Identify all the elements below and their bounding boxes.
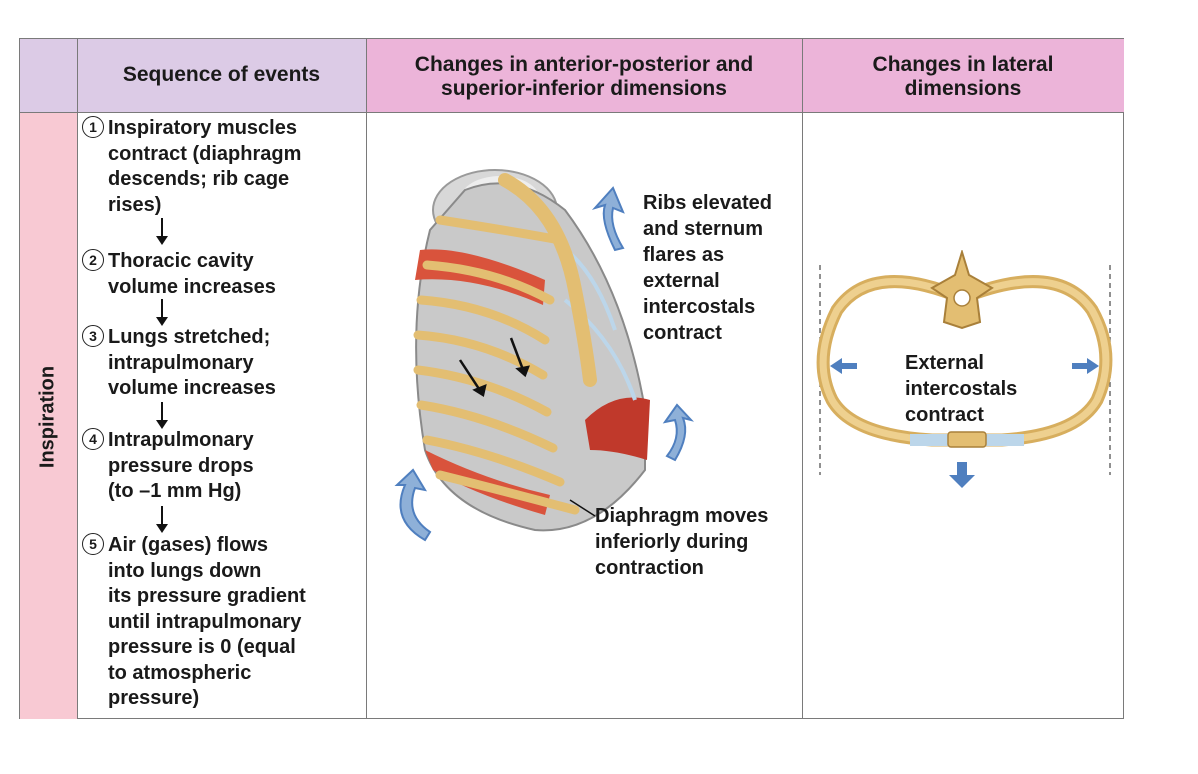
label-line: flares as	[643, 244, 725, 266]
grid-line	[77, 39, 78, 718]
header-ap-title-line1: Changes in anterior-posterior and	[414, 53, 754, 76]
label-line: contract	[905, 404, 984, 426]
label-line: Ribs elevated	[643, 192, 772, 214]
step-text-line: intrapulmonary	[108, 351, 254, 374]
header-ap-cell: Changes in anterior-posterior and superi…	[366, 39, 802, 112]
step-number-badge: 2	[82, 249, 104, 271]
rib-cage-illustration	[394, 169, 695, 542]
row-label-inspiration: Inspiration	[36, 365, 59, 469]
down-arrow-icon	[156, 299, 168, 326]
step-text-line: (to –1 mm Hg)	[108, 480, 242, 502]
step-text-line: pressure)	[108, 687, 200, 709]
header-lateral-title-line1: Changes in lateral	[872, 53, 1054, 76]
header-sequence-title: Sequence of events	[122, 63, 321, 86]
step-text-line: descends; rib cage	[108, 168, 290, 190]
header-ap-title-line2: superior-inferior dimensions	[441, 77, 727, 100]
diaphragm-moves-label: Diaphragm moves inferiorly during contract…	[595, 503, 768, 581]
down-arrow-icon	[156, 218, 168, 245]
grid-line	[366, 39, 367, 718]
step-text-line: until intrapulmonary	[108, 610, 302, 633]
header-lateral-title-line2: dimensions	[904, 77, 1022, 100]
external-intercostals-label: External intercostals contract	[905, 350, 1017, 428]
label-line: intercostals	[905, 378, 1018, 400]
inspiration-table: Sequence of events Changes in anterior-p…	[19, 38, 1124, 719]
step-text-line: contract (diaphragm	[108, 142, 302, 165]
rib-cross-section-illustration	[816, 250, 1113, 488]
step-text-line: pressure is 0 (equal	[108, 636, 296, 658]
step-number-badge: 3	[82, 325, 104, 347]
label-line: external	[643, 270, 720, 292]
step-text-line: volume increases	[108, 377, 276, 399]
label-line: contraction	[595, 557, 704, 579]
row-label-cell: Inspiration	[20, 112, 77, 719]
step-text-line: rises)	[108, 193, 162, 216]
step-text-line: its pressure gradient	[108, 585, 306, 607]
step-text-line: into lungs down	[108, 559, 262, 582]
step-number-badge: 5	[82, 533, 104, 555]
label-line: intercostals	[643, 296, 756, 318]
step-number-badge: 1	[82, 116, 104, 138]
grid-line	[802, 39, 803, 718]
label-line: Diaphragm moves	[595, 505, 769, 527]
header-lateral-cell: Changes in lateral dimensions	[802, 39, 1124, 112]
label-line: and sternum	[643, 218, 764, 240]
header-corner-cell	[20, 39, 77, 112]
label-line: inferiorly during	[595, 531, 749, 553]
ribs-elevated-label: Ribs elevated and sternum flares as externa…	[643, 190, 772, 346]
step-number-badge: 4	[82, 428, 104, 450]
label-line: contract	[643, 322, 722, 344]
header-sequence-cell: Sequence of events	[77, 39, 366, 112]
step-text-line: to atmospheric	[108, 661, 252, 684]
down-arrow-icon	[156, 402, 168, 429]
step-text-line: pressure drops	[108, 454, 254, 477]
grid-line	[20, 112, 1123, 113]
down-arrow-icon	[156, 506, 168, 533]
step-text-line: volume increases	[108, 275, 276, 298]
label-line: External	[905, 352, 984, 374]
